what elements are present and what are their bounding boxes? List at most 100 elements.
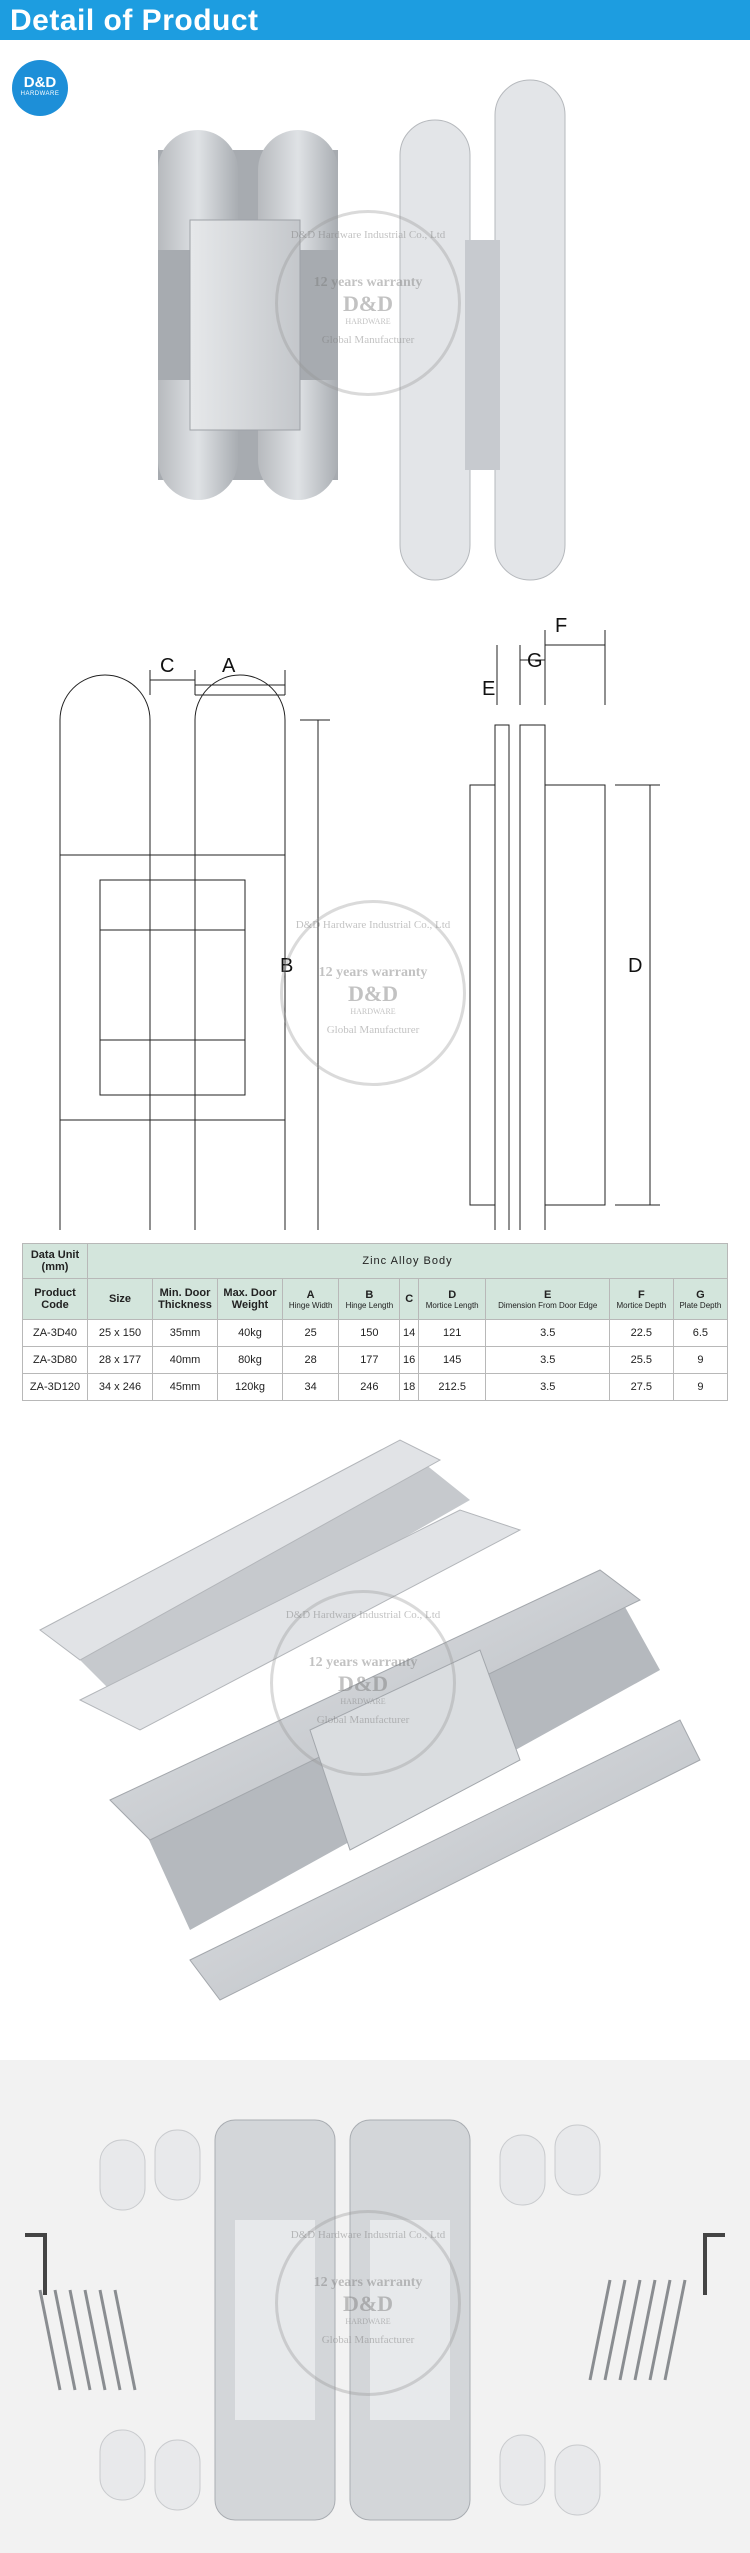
watermark-arc-text: D&D Hardware Industrial Co., Ltd	[290, 2229, 446, 2241]
watermark-brand: D&D	[337, 1671, 389, 1696]
diagram-left-leaf	[59, 674, 151, 1230]
cell: 150	[338, 1319, 401, 1347]
cell: 14	[399, 1319, 419, 1347]
hinge-back-spine	[465, 240, 500, 470]
cell: 28 x 177	[87, 1346, 153, 1374]
cell: ZA-3D40	[22, 1319, 88, 1347]
angled-hinge-back-leaf-1	[39, 1439, 442, 1661]
cell: 120kg	[217, 1373, 283, 1401]
cell: 25.5	[608, 1346, 674, 1374]
cover-cap-bottom-1	[99, 2429, 146, 2501]
cell: 22.5	[608, 1319, 674, 1347]
col-c: C	[399, 1278, 419, 1320]
watermark-hardware: HARDWARE	[345, 317, 391, 326]
table-row: ZA-3D80 28 x 177 40mm 80kg 28 177 16 145…	[22, 1346, 729, 1374]
screw-set-right	[588, 2279, 687, 2381]
col-max-door-weight: Max. Door Weight	[217, 1278, 283, 1320]
cover-cap-top-1	[99, 2139, 146, 2211]
cell: 18	[399, 1373, 419, 1401]
product-photo-front-back: D&D HARDWARE D&D Hardware Industrial Co.…	[0, 40, 750, 610]
diagram-side-body	[519, 724, 546, 1230]
col-product-code: Product Code	[22, 1278, 88, 1320]
watermark-hardware: HARDWARE	[345, 2317, 391, 2326]
cell: 177	[338, 1346, 401, 1374]
product-photo-angled: D&D Hardware Industrial Co., Ltd 12 year…	[0, 1400, 750, 2040]
cover-cap-top-2	[154, 2129, 201, 2201]
cell: 40mm	[152, 1346, 218, 1374]
dim-label-c: C	[160, 655, 175, 677]
hinge-back-right-leaf	[494, 79, 566, 581]
watermark-brand: D&D	[342, 2291, 394, 2316]
watermark-bottom: Global Manufacturer	[316, 1714, 410, 1726]
brand-logo: D&D HARDWARE	[12, 60, 68, 116]
watermark-arc-text: D&D Hardware Industrial Co., Ltd	[285, 1609, 441, 1621]
cell: 212.5	[417, 1373, 487, 1401]
dim-label-d: D	[628, 955, 643, 977]
dim-label-e: E	[482, 678, 496, 700]
dim-label-g: G	[527, 650, 543, 672]
diagram-body	[59, 854, 286, 1121]
cell: 25	[281, 1319, 340, 1347]
cell: 34	[281, 1373, 340, 1401]
cell: 27.5	[608, 1373, 674, 1401]
cell: 25 x 150	[87, 1319, 153, 1347]
watermark-hardware: HARDWARE	[340, 1697, 386, 1706]
cover-cap-bottom-2	[154, 2439, 201, 2511]
watermark-years: 12 years warranty	[313, 275, 423, 290]
product-photo-package-contents: D&D Hardware Industrial Co., Ltd 12 year…	[0, 2060, 750, 2553]
watermark-3: D&D Hardware Industrial Co., Ltd 12 year…	[270, 1590, 456, 1776]
logo-brand: D&D	[23, 74, 57, 91]
allen-key-right	[703, 2233, 725, 2295]
cell: 145	[417, 1346, 487, 1374]
cell: 28	[281, 1346, 340, 1374]
angled-hinge-back-body	[60, 1460, 470, 1700]
watermark-bottom: Global Manufacturer	[321, 334, 415, 346]
watermark-arc-text: D&D Hardware Industrial Co., Ltd	[295, 919, 451, 931]
cell: 121	[417, 1319, 487, 1347]
table-row: ZA-3D40 25 x 150 35mm 40kg 25 150 14 121…	[22, 1319, 729, 1347]
table-row: ZA-3D120 34 x 246 45mm 120kg 34 246 18 2…	[22, 1373, 729, 1401]
watermark-bottom: Global Manufacturer	[326, 1024, 420, 1036]
screw-set-left	[38, 2289, 137, 2391]
watermark-1: D&D Hardware Industrial Co., Ltd 12 year…	[275, 210, 461, 396]
specification-table: Data Unit (mm) Zinc Alloy Body Product C…	[22, 1243, 729, 1401]
cell: 246	[338, 1373, 401, 1401]
page-title: Detail of Product	[10, 4, 259, 37]
angled-hinge-front-leaf-2	[189, 1719, 701, 2001]
cell: 40kg	[217, 1319, 283, 1347]
watermark-hardware: HARDWARE	[350, 1007, 396, 1016]
col-size: Size	[87, 1278, 153, 1320]
cell: 3.5	[485, 1373, 610, 1401]
cell: ZA-3D120	[22, 1373, 88, 1401]
cell: 6.5	[672, 1319, 729, 1347]
cell: 3.5	[485, 1319, 610, 1347]
cell: 35mm	[152, 1319, 218, 1347]
allen-key-left	[25, 2233, 47, 2295]
watermark-brand: D&D	[347, 981, 399, 1006]
cover-cap-bottom-3	[499, 2434, 546, 2506]
diagram-side-mortice	[469, 784, 606, 1206]
watermark-years: 12 years warranty	[313, 2275, 423, 2290]
cover-cap-top-3	[499, 2134, 546, 2206]
watermark-years: 12 years warranty	[308, 1655, 418, 1670]
dim-label-a: A	[222, 655, 236, 677]
cell: 16	[399, 1346, 419, 1374]
watermark-years: 12 years warranty	[318, 965, 428, 980]
cell: ZA-3D80	[22, 1346, 88, 1374]
table-header-row-1: Data Unit (mm) Zinc Alloy Body	[22, 1243, 728, 1279]
dim-label-f: F	[555, 615, 568, 637]
diagram-side-plate	[494, 724, 510, 1230]
diagram-knuckle	[99, 879, 246, 1096]
cell: 9	[672, 1346, 729, 1374]
watermark-brand: D&D	[342, 291, 394, 316]
watermark-bottom: Global Manufacturer	[321, 2334, 415, 2346]
cell: 34 x 246	[87, 1373, 153, 1401]
cell: 9	[672, 1373, 729, 1401]
cell: 80kg	[217, 1346, 283, 1374]
